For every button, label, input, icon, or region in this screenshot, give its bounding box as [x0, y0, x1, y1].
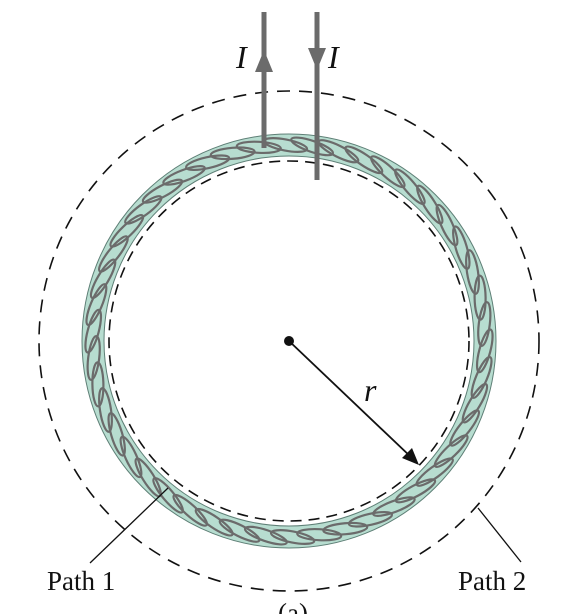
coil-windings	[84, 136, 494, 546]
coil-turn	[109, 214, 145, 248]
current-label-right: I	[327, 39, 340, 75]
coil-turn	[477, 301, 492, 347]
radius-line	[288, 340, 413, 459]
path-1-leader-line	[89, 487, 169, 564]
coil-turn	[98, 387, 113, 433]
coil-turn	[269, 529, 316, 545]
current-label-left: I	[235, 39, 248, 75]
coil-turn	[296, 527, 343, 542]
coil-turn	[465, 249, 480, 295]
coil-turn	[235, 140, 282, 155]
coil-turn	[433, 434, 469, 468]
coil-turn	[416, 184, 444, 225]
path-2-dashed-circle	[38, 90, 540, 592]
current-arrow-up-icon	[255, 50, 273, 72]
coil-turn	[461, 382, 489, 424]
coil-turn	[119, 435, 143, 479]
coil-turn	[162, 165, 206, 186]
panel-label: (a)	[278, 598, 308, 614]
path-1-dashed-circle	[108, 160, 470, 522]
coil-turn	[141, 178, 184, 204]
radius-label: r	[364, 372, 377, 408]
current-arrow-down-icon	[308, 48, 326, 70]
coil-turn	[372, 496, 416, 517]
lead-wires	[255, 12, 326, 180]
coil-turn	[394, 478, 437, 504]
coil-turn	[435, 203, 459, 247]
path-1-label: Path 1	[47, 566, 115, 596]
toroid-core-inner-edge	[103, 155, 475, 527]
coil-turn	[89, 258, 117, 300]
path-2-leader-line	[477, 507, 522, 563]
radius-arrowhead-icon	[402, 448, 419, 465]
toroid-core-outer-edge	[81, 133, 497, 549]
path-2-label: Path 2	[458, 566, 526, 596]
